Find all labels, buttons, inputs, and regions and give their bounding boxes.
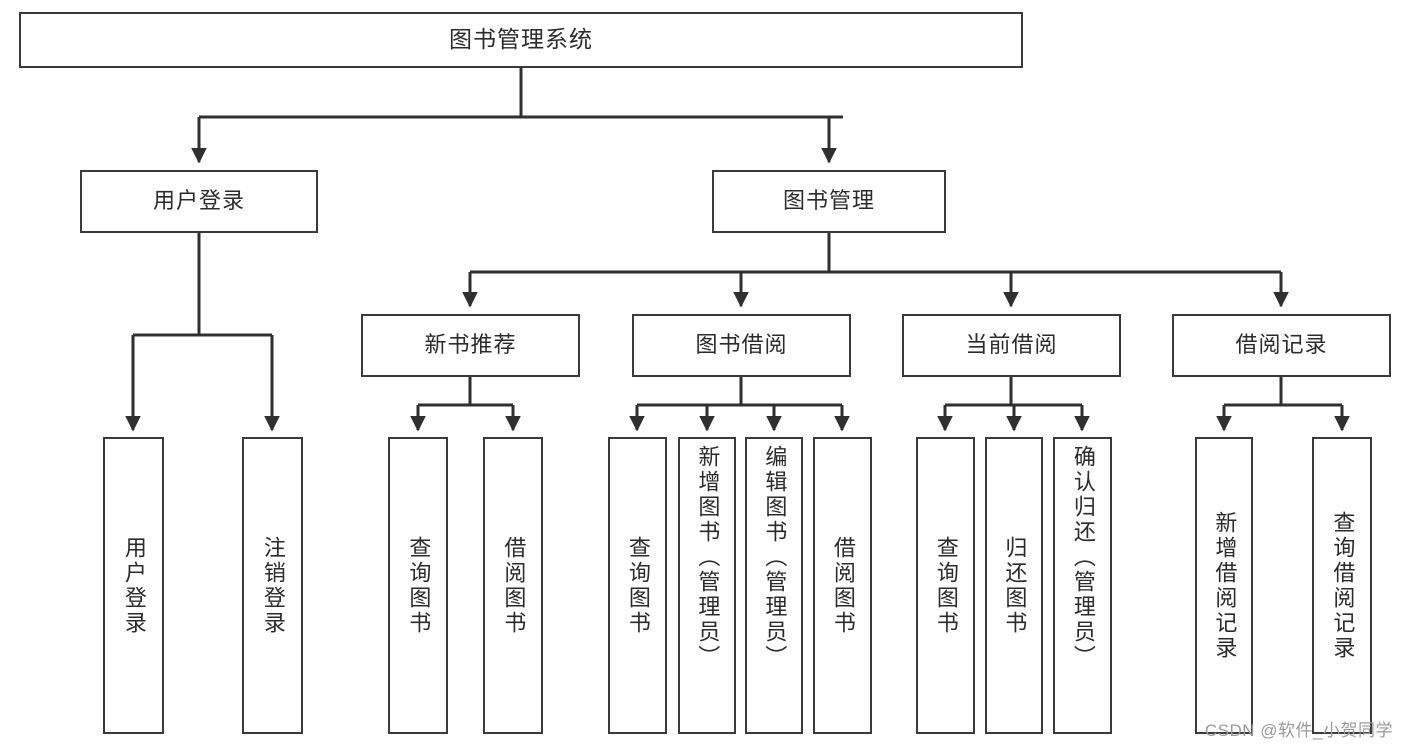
root-node-图书管理系统[interactable]: 图书管理系统 — [19, 12, 1023, 68]
leaf-node-查询图书[interactable]: 查询图书 — [608, 437, 667, 734]
node-label: 查询图书 — [625, 535, 651, 636]
leaf-node-新增图书管理员[interactable]: 新增图书（管理员） — [678, 437, 736, 734]
level3-node-图书借阅[interactable]: 图书借阅 — [632, 314, 851, 377]
node-label: 新书推荐 — [424, 332, 517, 358]
node-label: 注销登录 — [260, 535, 286, 636]
node-label: 查询借阅记录 — [1330, 510, 1356, 661]
leaf-node-借阅图书[interactable]: 借阅图书 — [813, 437, 872, 734]
node-label: 用户登录 — [121, 535, 147, 636]
node-label: 归还图书 — [1002, 535, 1028, 636]
node-label: 查询图书 — [933, 535, 959, 636]
leaf-node-新增借阅记录[interactable]: 新增借阅记录 — [1195, 437, 1253, 734]
leaf-node-查询图书[interactable]: 查询图书 — [916, 437, 975, 734]
node-label: 查询图书 — [406, 535, 432, 636]
leaf-node-用户登录[interactable]: 用户登录 — [103, 437, 164, 734]
node-label: 确认归还（管理员） — [1070, 445, 1096, 670]
level2-node-用户登录[interactable]: 用户登录 — [80, 170, 318, 233]
leaf-node-编辑图书管理员[interactable]: 编辑图书（管理员） — [745, 437, 803, 734]
level3-node-新书推荐[interactable]: 新书推荐 — [361, 314, 580, 377]
node-label: 借阅图书 — [830, 535, 856, 636]
node-label: 新增图书（管理员） — [695, 445, 721, 670]
leaf-node-注销登录[interactable]: 注销登录 — [242, 437, 303, 734]
node-label: 编辑图书（管理员） — [762, 445, 788, 670]
node-label: 图书管理 — [782, 188, 875, 214]
node-label: 图书管理系统 — [449, 26, 593, 53]
node-label: 图书借阅 — [695, 332, 788, 358]
leaf-node-查询借阅记录[interactable]: 查询借阅记录 — [1312, 437, 1372, 734]
leaf-node-借阅图书[interactable]: 借阅图书 — [483, 437, 543, 734]
node-label: 用户登录 — [152, 188, 245, 214]
leaf-node-归还图书[interactable]: 归还图书 — [985, 437, 1043, 734]
leaf-node-确认归还管理员[interactable]: 确认归还（管理员） — [1053, 437, 1112, 734]
level2-node-图书管理[interactable]: 图书管理 — [712, 170, 946, 233]
node-label: 当前借阅 — [965, 332, 1058, 358]
level3-node-当前借阅[interactable]: 当前借阅 — [902, 314, 1121, 377]
watermark: CSDN @软件_小贺同学 — [1204, 721, 1393, 740]
level3-node-借阅记录[interactable]: 借阅记录 — [1172, 314, 1391, 377]
leaf-node-查询图书[interactable]: 查询图书 — [388, 437, 448, 734]
node-label: 借阅图书 — [501, 535, 527, 636]
node-label: 借阅记录 — [1235, 332, 1328, 358]
node-label: 新增借阅记录 — [1212, 510, 1238, 661]
